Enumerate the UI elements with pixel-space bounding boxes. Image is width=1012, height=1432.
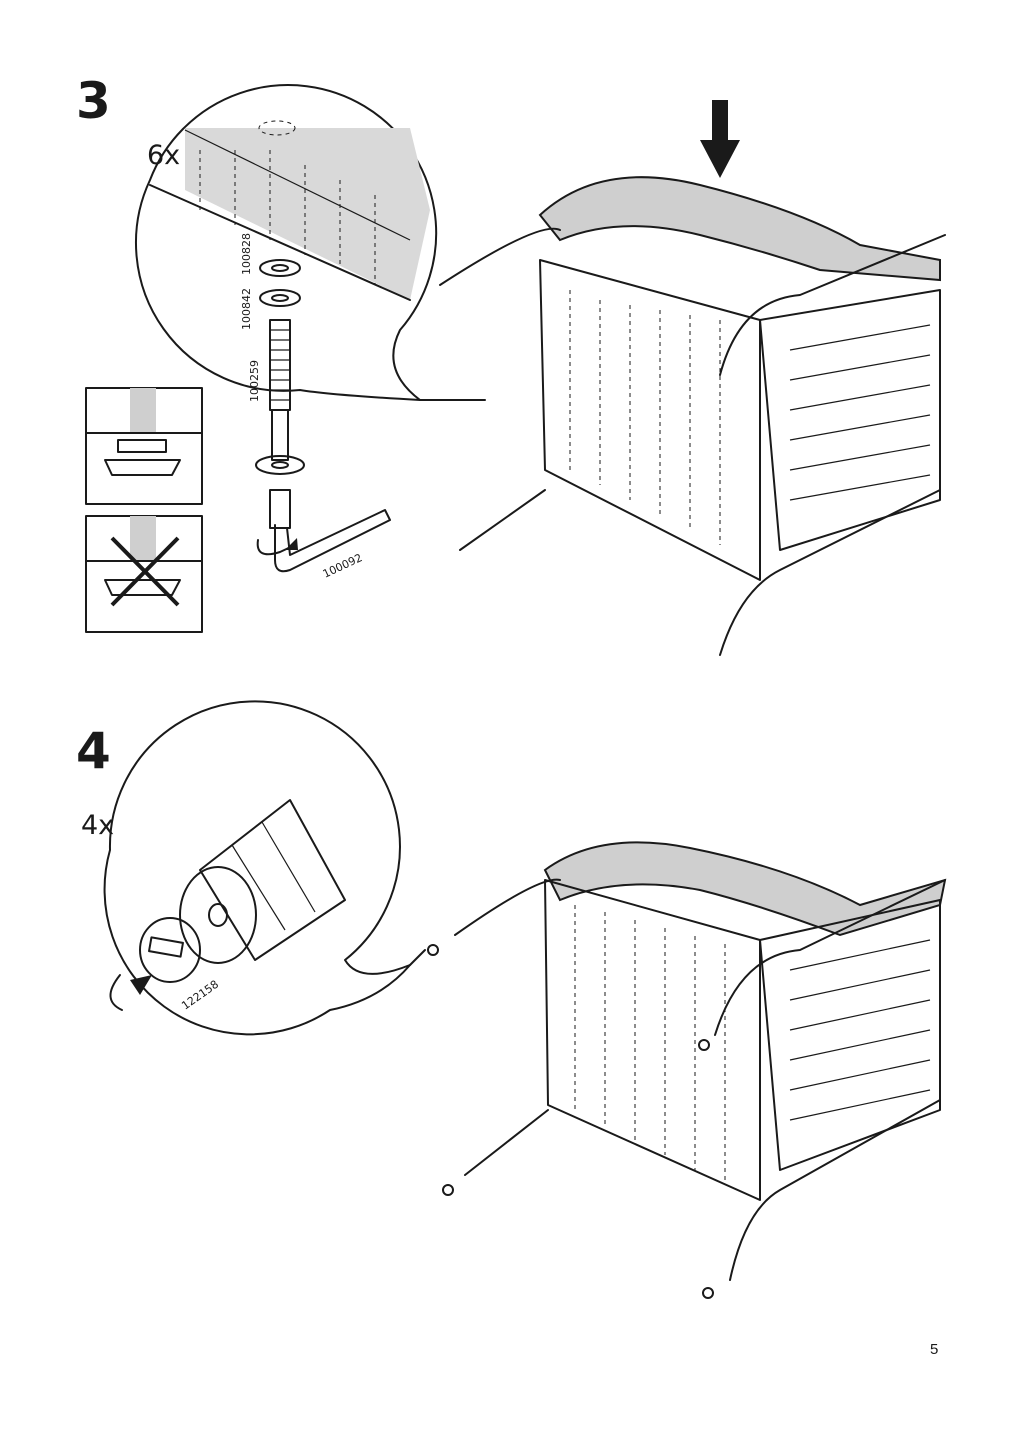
detail-callout xyxy=(135,84,486,401)
page-number: 5 xyxy=(930,1341,939,1358)
part-code: 100842 xyxy=(240,288,253,330)
incorrect-fit-box xyxy=(85,515,203,633)
step-number: 4 xyxy=(76,722,111,780)
part-code: 122158 xyxy=(179,978,221,1013)
step-number: 3 xyxy=(76,72,111,130)
cross-mark-icon xyxy=(110,536,180,607)
chair-step-3 xyxy=(439,176,946,656)
part-code: 100828 xyxy=(240,233,253,275)
detail-callout xyxy=(103,700,426,1036)
correct-fit-box xyxy=(85,387,203,505)
rotate-icon xyxy=(109,974,123,1011)
glide-marker xyxy=(427,944,714,1299)
step-3-diagram: 100828 100842 100259 100092 xyxy=(85,84,946,656)
quantity-label: 6x xyxy=(147,140,181,171)
quantity-label: 4x xyxy=(81,810,115,841)
part-code: 100259 xyxy=(248,360,261,402)
chair-step-4 xyxy=(427,841,947,1299)
allen-key-icon xyxy=(256,489,391,573)
arrow-down-icon xyxy=(700,100,740,178)
hardware-stack xyxy=(255,259,305,475)
rotate-icon xyxy=(256,539,296,556)
